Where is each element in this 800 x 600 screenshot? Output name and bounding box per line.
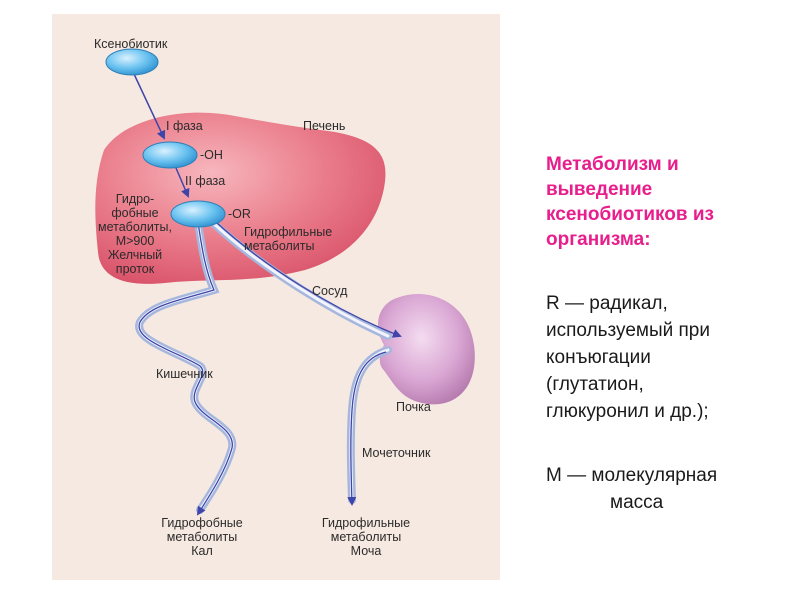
hydrophobic-line-1: Гидро- bbox=[115, 192, 155, 206]
r-note-line-3: конъюгации bbox=[546, 347, 651, 368]
hydrophobic-line-5: Желчный bbox=[107, 248, 163, 262]
out-right-line-2: метаболиты bbox=[330, 530, 402, 544]
side-title-line-4: организма: bbox=[546, 229, 651, 250]
phase2-cell bbox=[170, 200, 226, 228]
arrow-oh-to-or bbox=[175, 167, 190, 198]
label-hydrophilic-liver: Гидрофильные метаболиты bbox=[244, 225, 332, 253]
label-output-urine: Гидрофильные метаболиты Моча bbox=[300, 516, 432, 558]
r-note-line-1: R — радикал, bbox=[546, 293, 668, 314]
r-note-line-5: глюкуронил и др.); bbox=[546, 401, 709, 422]
r-note-line-2: используемый при bbox=[546, 320, 710, 341]
side-title-line-1: Метаболизм и bbox=[546, 154, 679, 175]
phase1-cell bbox=[142, 141, 198, 169]
vessel-tube-core bbox=[210, 220, 390, 338]
arrow-xeno-to-oh bbox=[133, 73, 166, 140]
side-r-note: R — радикал, используемый при конъюгации… bbox=[546, 290, 710, 425]
label-oh: -OH bbox=[200, 148, 223, 162]
hydrophobic-line-6: проток bbox=[115, 262, 155, 276]
side-m-note: M — молекулярная масса bbox=[546, 462, 717, 516]
out-right-line-1: Гидрофильные bbox=[321, 516, 411, 530]
label-output-feces: Гидрофобные метаболиты Кал bbox=[136, 516, 268, 558]
arrow-to-kidney bbox=[215, 221, 402, 338]
label-intestine: Кишечник bbox=[156, 367, 213, 381]
label-liver: Печень bbox=[303, 119, 346, 133]
label-or: -OR bbox=[228, 207, 251, 221]
r-note-line-4: (глутатион, bbox=[546, 374, 644, 395]
xenobiotic-cell bbox=[105, 48, 159, 76]
arrow-to-feces bbox=[138, 221, 233, 516]
label-phase1: I фаза bbox=[166, 119, 203, 133]
m-note-line-2: масса bbox=[610, 492, 664, 513]
label-vessel: Сосуд bbox=[312, 284, 348, 298]
side-title-line-3: ксенобиотиков из bbox=[546, 204, 714, 225]
hydrophilic-liver-line-1: Гидрофильные bbox=[244, 225, 333, 239]
out-right-line-3: Моча bbox=[350, 544, 382, 558]
kidney-shape bbox=[378, 293, 475, 405]
side-title: Метаболизм и выведение ксенобиотиков из … bbox=[546, 152, 714, 252]
out-left-line-2: метаболиты bbox=[166, 530, 238, 544]
out-left-line-3: Кал bbox=[191, 544, 213, 558]
side-title-line-2: выведение bbox=[546, 179, 653, 200]
arrow-to-urine bbox=[347, 351, 387, 506]
out-left-line-1: Гидрофобные bbox=[161, 516, 243, 530]
label-ureter: Мочеточник bbox=[362, 446, 431, 460]
label-kidney: Почка bbox=[396, 400, 431, 414]
label-phase2: II фаза bbox=[185, 174, 226, 188]
hydrophilic-liver-line-2: метаболиты bbox=[244, 239, 315, 253]
hydrophobic-line-2: фобные bbox=[111, 206, 159, 220]
hydrophobic-line-4: M>900 bbox=[115, 234, 155, 248]
hydrophobic-line-3: метаболиты, bbox=[98, 220, 172, 234]
m-note-line-1: M — молекулярная bbox=[546, 465, 718, 486]
label-hydrophobic-metabolites: Гидро- фобные метаболиты, M>900 Желчный … bbox=[92, 192, 178, 276]
label-xenobiotic: Ксенобиотик bbox=[94, 37, 168, 51]
